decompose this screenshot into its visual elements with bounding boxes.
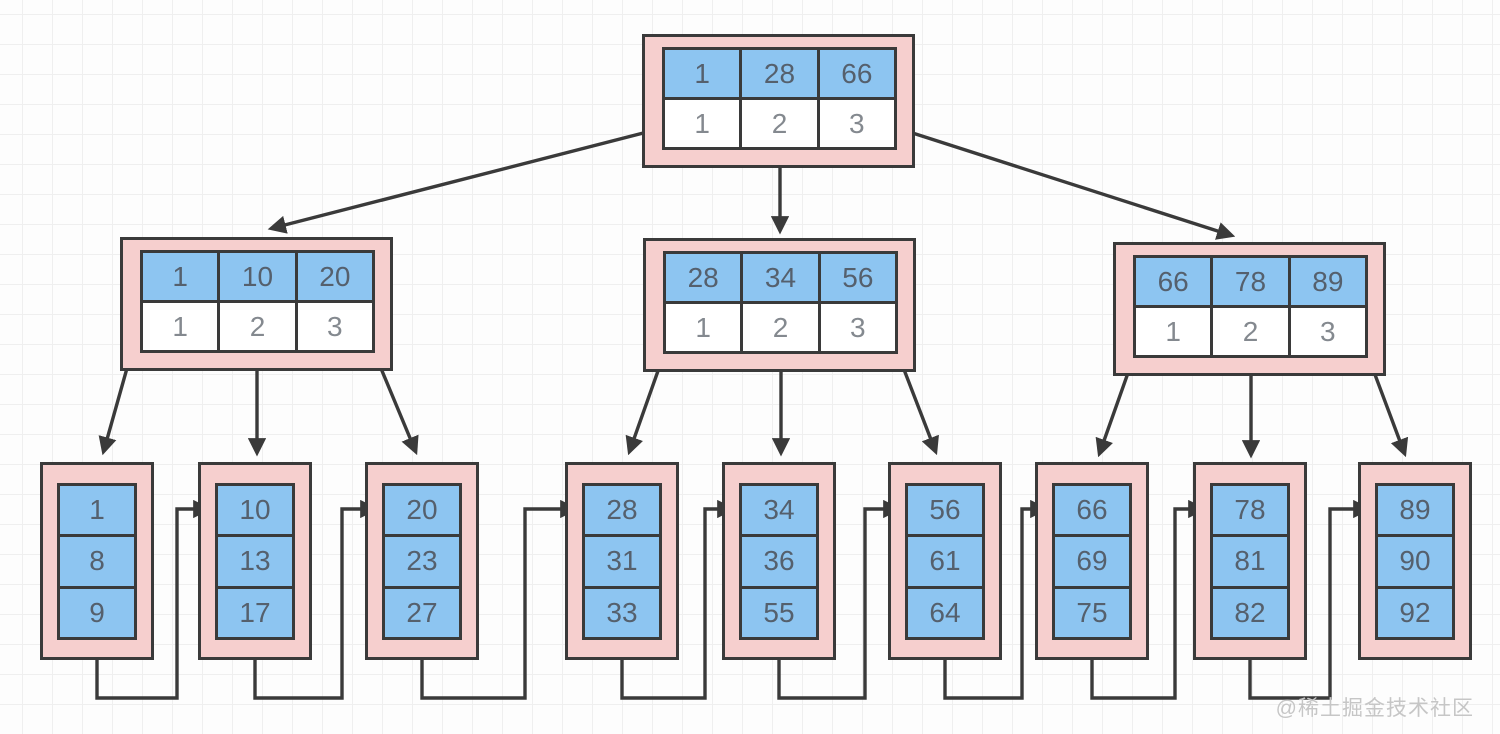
leaf-node-table: 20 23 27	[382, 483, 462, 640]
leaf-node-1: 1 8 9	[40, 462, 154, 660]
leaf-value-cell: 9	[60, 588, 134, 637]
leaf-value-cell: 92	[1378, 588, 1452, 637]
leaf-node-9: 89 90 92	[1358, 462, 1472, 660]
leaf-value-cell: 23	[385, 537, 459, 586]
leaf-value-cell: 34	[742, 486, 816, 535]
internal-pointer-cell: 3	[1290, 308, 1365, 355]
leaf-node-table: 28 31 33	[582, 483, 662, 640]
internal-node-table: 28 34 56 1 2 3	[663, 251, 898, 354]
leaf-value-cell: 10	[218, 486, 292, 535]
leaf-node-table: 10 13 17	[215, 483, 295, 640]
leaf-value-cell: 33	[585, 588, 659, 637]
leaf-value-cell: 13	[218, 537, 292, 586]
leaf-node-6: 56 61 64	[888, 462, 1002, 660]
leaf-value-cell: 56	[908, 486, 982, 535]
leaf-value-cell: 66	[1055, 486, 1129, 535]
internal-key-cell: 28	[666, 254, 741, 301]
leaf-value-cell: 36	[742, 537, 816, 586]
watermark-text: @稀土掘金技术社区	[1275, 697, 1474, 720]
root-key-cell: 1	[665, 50, 740, 97]
internal-key-cell: 89	[1290, 258, 1365, 305]
leaf-value-cell: 82	[1213, 588, 1287, 637]
leaf-value-cell: 55	[742, 588, 816, 637]
leaf-value-cell: 17	[218, 588, 292, 637]
root-node: 1 28 66 1 2 3	[642, 34, 915, 168]
root-pointer-cell: 1	[665, 100, 740, 147]
internal-key-cell: 34	[743, 254, 818, 301]
internal-node-2: 28 34 56 1 2 3	[643, 238, 916, 372]
arrow-root-to-internal-3	[896, 126, 1236, 240]
leaf-value-cell: 75	[1055, 588, 1129, 637]
root-key-cell: 66	[819, 50, 894, 97]
internal-pointer-cell: 1	[666, 304, 741, 351]
leaf-value-cell: 61	[908, 537, 982, 586]
leaf-node-table: 89 90 92	[1375, 483, 1455, 640]
leaf-node-2: 10 13 17	[198, 462, 312, 660]
leaf-node-4: 28 31 33	[565, 462, 679, 660]
leaf-node-5: 34 36 55	[722, 462, 836, 660]
internal-pointer-cell: 2	[1213, 308, 1288, 355]
root-pointer-cell: 3	[819, 100, 894, 147]
leaf-value-cell: 64	[908, 588, 982, 637]
arrow-root-to-internal-1	[267, 126, 664, 234]
leaf-node-table: 78 81 82	[1210, 483, 1290, 640]
leaf-value-cell: 20	[385, 486, 459, 535]
leaf-node-table: 1 8 9	[57, 483, 137, 640]
leaf-node-table: 56 61 64	[905, 483, 985, 640]
leaf-node-7: 66 69 75	[1035, 462, 1149, 660]
internal-key-cell: 1	[143, 253, 218, 300]
internal-key-cell: 78	[1213, 258, 1288, 305]
internal-pointer-cell: 2	[743, 304, 818, 351]
internal-pointer-cell: 1	[143, 303, 218, 350]
leaf-value-cell: 89	[1378, 486, 1452, 535]
leaf-value-cell: 69	[1055, 537, 1129, 586]
internal-node-table: 1 10 20 1 2 3	[140, 250, 375, 353]
leaf-value-cell: 31	[585, 537, 659, 586]
leaf-value-cell: 28	[585, 486, 659, 535]
leaf-value-cell: 81	[1213, 537, 1287, 586]
root-node-table: 1 28 66 1 2 3	[662, 47, 897, 150]
leaf-node-table: 34 36 55	[739, 483, 819, 640]
internal-pointer-cell: 1	[1136, 308, 1211, 355]
internal-key-cell: 10	[220, 253, 295, 300]
internal-key-cell: 20	[297, 253, 372, 300]
leaf-node-8: 78 81 82	[1193, 462, 1307, 660]
leaf-value-cell: 27	[385, 588, 459, 637]
internal-key-cell: 56	[820, 254, 895, 301]
leaf-value-cell: 1	[60, 486, 134, 535]
root-key-cell: 28	[742, 50, 817, 97]
internal-pointer-cell: 3	[297, 303, 372, 350]
internal-pointer-cell: 3	[820, 304, 895, 351]
internal-pointer-cell: 2	[220, 303, 295, 350]
leaf-value-cell: 78	[1213, 486, 1287, 535]
internal-node-table: 66 78 89 1 2 3	[1133, 255, 1368, 358]
leaf-value-cell: 90	[1378, 537, 1452, 586]
internal-key-cell: 66	[1136, 258, 1211, 305]
root-pointer-cell: 2	[742, 100, 817, 147]
internal-node-3: 66 78 89 1 2 3	[1113, 242, 1386, 376]
leaf-node-3: 20 23 27	[365, 462, 479, 660]
internal-node-1: 1 10 20 1 2 3	[120, 237, 393, 371]
leaf-value-cell: 8	[60, 537, 134, 586]
leaf-node-table: 66 69 75	[1052, 483, 1132, 640]
